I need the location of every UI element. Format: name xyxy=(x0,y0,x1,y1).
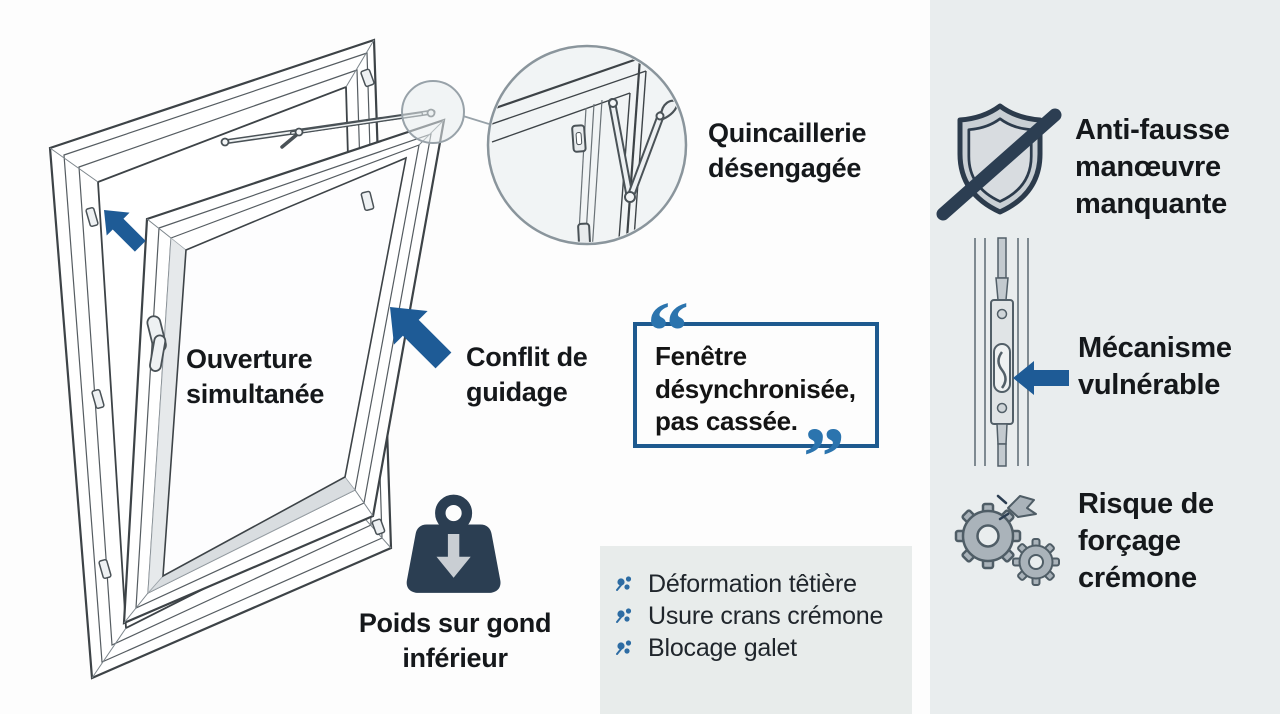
label-line: Quincaillerie xyxy=(708,118,867,148)
label-line: forçage xyxy=(1078,524,1181,557)
label-line: Risque de xyxy=(1078,488,1214,520)
label-line: inférieur xyxy=(402,642,508,673)
quote-line: désynchronisée, xyxy=(655,373,856,404)
label-line: crémone xyxy=(1078,561,1197,594)
shield-slash-icon xyxy=(936,103,1062,221)
cluster-bullet-icon xyxy=(616,576,632,591)
magnifier-connector-line xyxy=(462,115,490,125)
label-guiding-conflict: Conflit de guidage xyxy=(466,340,588,409)
label-line: manquante xyxy=(1075,187,1227,220)
panel-label-risque-forcage: Risque de forçage crémone xyxy=(1078,486,1214,596)
label-line: Anti-fausse xyxy=(1075,114,1230,146)
list-item-label: Usure crans crémone xyxy=(648,601,884,630)
label-line: guidage xyxy=(466,376,568,407)
quote-line: pas cassée. xyxy=(655,406,798,436)
panel-label-mecanisme-vulnerable: Mécanisme vulnérable xyxy=(1078,330,1232,404)
mechanism-arrow-left-icon xyxy=(1013,361,1069,395)
label-line: vulnérable xyxy=(1078,368,1221,401)
quote-text: Fenêtre désynchronisée, pas cassée. xyxy=(655,340,856,438)
label-line: Conflit de xyxy=(466,342,588,372)
label-line: simultanée xyxy=(186,378,325,409)
hardware-keepers xyxy=(85,68,386,580)
panel-label-anti-fausse-manoeuvre: Anti-fausse manœuvre manquante xyxy=(1075,112,1230,222)
list-item: Usure crans crémone xyxy=(614,600,912,632)
label-line: Mécanisme xyxy=(1078,332,1232,364)
cluster-bullet-icon xyxy=(616,608,632,623)
label-line: Ouverture xyxy=(186,344,313,374)
magnifier-source-circle xyxy=(401,80,465,144)
frame-gap-arrow-icon xyxy=(104,210,146,252)
quote-line: Fenêtre xyxy=(655,341,747,371)
label-line: manœuvre xyxy=(1075,150,1221,183)
label-line: désengagée xyxy=(708,152,862,183)
list-item-label: Déformation têtière xyxy=(648,569,857,598)
gears-crack-icon xyxy=(954,494,1060,586)
guiding-conflict-arrow-icon xyxy=(390,307,452,369)
label-line: Poids sur gond xyxy=(358,608,552,638)
label-hardware-disengaged: Quincaillerie désengagée xyxy=(708,116,866,185)
issues-list-box: Déformation têtière Usure crans crémone … xyxy=(600,546,912,714)
label-weight-on-hinge: Poids sur gond inférieur xyxy=(330,606,580,675)
magnified-hardware-detail xyxy=(490,56,680,242)
list-item: Blocage galet xyxy=(614,632,912,664)
list-item: Déformation têtière xyxy=(614,568,912,600)
window-handle-icon xyxy=(146,315,167,372)
espagnolette-drawing xyxy=(974,237,1029,467)
quote-box: “ Fenêtre désynchronisée, pas cassée. ” xyxy=(633,290,879,500)
label-simultaneous-opening: Ouverture simultanée xyxy=(186,342,324,411)
list-item-label: Blocage galet xyxy=(648,633,797,662)
cluster-bullet-icon xyxy=(616,640,632,655)
weight-icon xyxy=(406,494,501,593)
disengaged-stay-arm xyxy=(608,98,680,203)
window-sash-drawing xyxy=(122,118,446,625)
